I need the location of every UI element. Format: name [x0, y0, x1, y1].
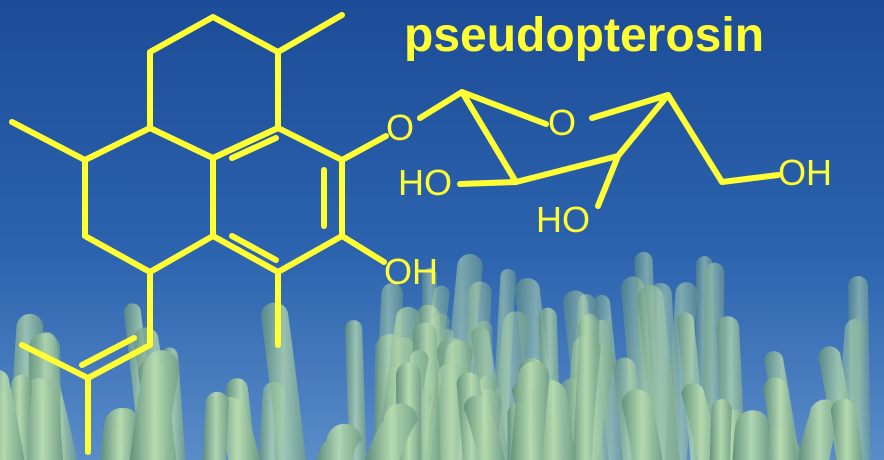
coral-branch: [430, 339, 473, 460]
coral-colony: [0, 251, 871, 460]
hydroxyl-left-label: HO: [398, 162, 452, 203]
aromatic-ring: [210, 125, 345, 275]
coral-branch: [830, 398, 863, 460]
ether-bond: [339, 133, 389, 163]
hydroxyl-left-bond: [457, 179, 519, 187]
ring-oxygen-label: O: [548, 102, 577, 143]
sugar-ring-o-right: [589, 92, 671, 121]
methyl-top-right: [275, 12, 345, 55]
coral-branch: [621, 389, 663, 460]
coral-branch: [0, 370, 25, 460]
coral-branch: [316, 423, 362, 460]
coral-branch: [129, 350, 180, 460]
side-chain-double-bond: [79, 335, 137, 368]
ether-oxygen-label: O: [386, 107, 415, 148]
coral-branch: [202, 391, 229, 460]
coral-branch: [365, 403, 418, 460]
ring-fusion-bond: [147, 125, 216, 161]
coral-branch: [732, 410, 771, 460]
left-ring: [82, 125, 216, 275]
side-chain: [85, 269, 153, 381]
hydroxyl-lower-bond: [595, 153, 621, 209]
terminal-methyl-left: [19, 342, 91, 381]
aromatic-double-bond-3: [229, 233, 279, 263]
coral-branch: [100, 407, 140, 460]
coral-branch: [709, 399, 732, 460]
pseudopterosin-structure: [9, 12, 781, 455]
phenol-bond: [339, 233, 387, 265]
coral-branch: [20, 378, 64, 460]
coral-branch: [510, 361, 550, 460]
coral-branch: [463, 395, 505, 460]
methyl-left: [9, 119, 88, 163]
sugar-ring-o-left: [459, 89, 549, 127]
coral-branch: [763, 377, 798, 460]
compound-title: pseudopterosin: [404, 9, 765, 62]
coral-branch: [797, 399, 841, 460]
hydroxyl-right-label: OH: [778, 152, 832, 193]
aromatic-double-bond-1: [229, 135, 279, 161]
phenol-hydroxyl-label: OH: [384, 251, 438, 292]
coral-branch: [260, 302, 306, 460]
coral-branch: [572, 313, 600, 460]
coral-branch: [637, 285, 680, 460]
hydroxyl-lower-label: HO: [536, 199, 590, 240]
